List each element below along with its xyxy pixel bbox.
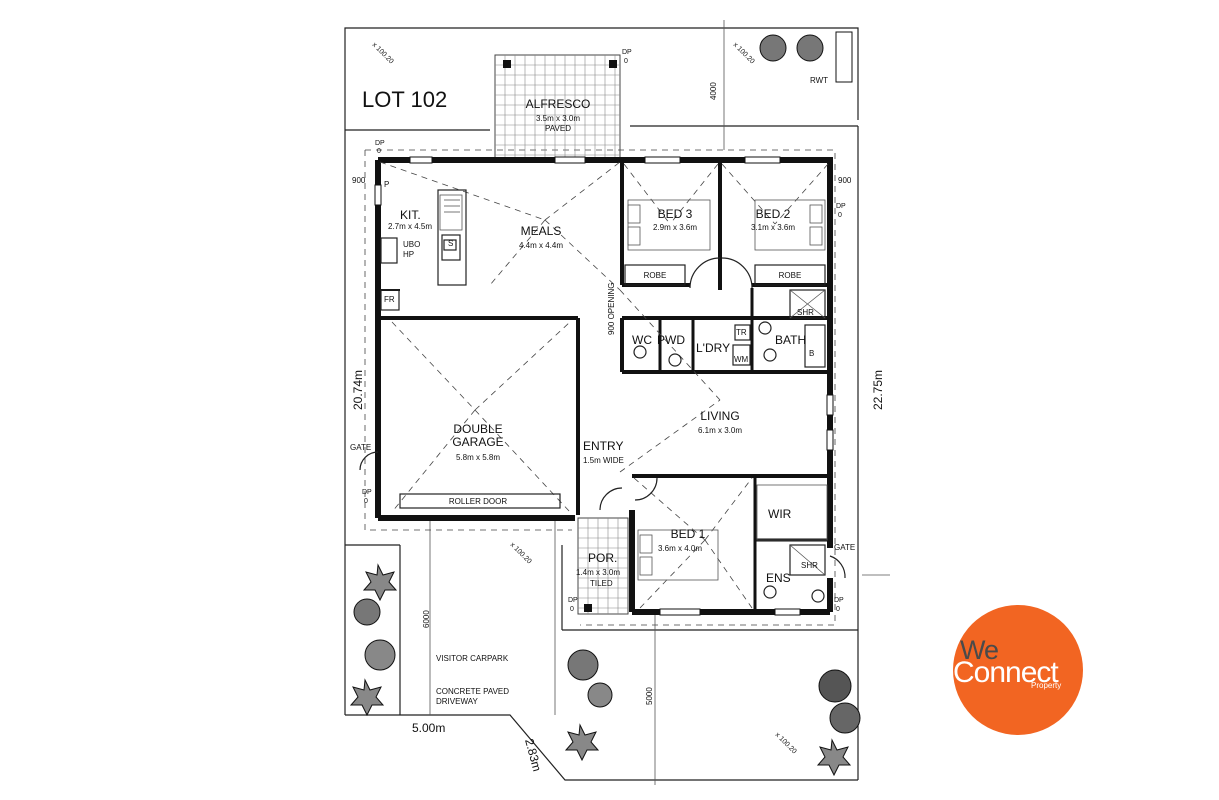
dp-l-0: 0 [364,498,368,505]
bed3-label: BED 3 [658,207,693,221]
dim-2275: 22.75m [871,370,885,410]
kitchen-ubo: UBO [403,240,420,249]
dp-por: DP [568,597,578,604]
gate-right: GATE [834,543,855,552]
gate-left: GATE [350,443,371,452]
visitor-carpark: VISITOR CARPARK [436,654,509,663]
laundry-tr: TR [736,328,747,337]
dp-r-0: 0 [838,212,842,219]
wir-label: WIR [768,507,792,521]
bed2-robe: ROBE [779,271,802,280]
logo-we-text: We [960,635,999,665]
logo-connect-text: Connect [953,656,1059,689]
alfresco-size: 3.5m x 3.0m [536,114,580,123]
bed3-size: 2.9m x 3.6m [653,223,697,232]
kitchen-hp: HP [403,250,414,259]
laundry-label: L'DRY [696,341,730,355]
wet-area-fixtures [633,289,826,603]
we-connect-logo: We Connect Property [953,605,1083,735]
eaves-line [365,149,836,626]
door-swings [359,257,846,579]
laundry-wm: WM [734,355,749,364]
porch-paving [577,517,629,615]
dim-900-right: 900 [838,176,852,185]
driveway-line-2: DRIVEWAY [436,697,478,706]
porch-finish: TILED [590,579,613,588]
garage-label-1: DOUBLE [453,422,502,436]
pwd-label: PWD [657,333,685,347]
dim-4000: 4000 [709,82,718,100]
kitchen-fixtures [380,189,467,311]
ens-shr: SHR [801,561,818,570]
bath-label: BATH [775,333,806,347]
driveway-line-1: CONCRETE PAVED [436,687,509,696]
bed2-size: 3.1m x 3.6m [751,223,795,232]
dim-900-left: 900 [352,176,366,185]
garage-size: 5.8m x 5.8m [456,453,500,462]
logo-property-text: Property [1031,681,1062,690]
dim-283: 2.83m [522,737,544,773]
dp-alf-0: 0 [624,58,628,65]
dp-r: DP [836,203,846,210]
level-mid: x 100.20 [509,541,533,565]
meals-size: 4.4m x 4.4m [519,241,563,250]
roller-door-label: ROLLER DOOR [449,497,507,506]
bed2-label: BED 2 [756,207,791,221]
opening-label: 900 OPENING [607,283,616,335]
porch-label: POR. [588,551,617,565]
bath-shr: SHR [797,308,814,317]
kitchen-pantry: P [384,180,389,189]
ens-label: ENS [766,571,791,585]
lot-title: LOT 102 [362,87,447,112]
entry-width: 1.5m WIDE [583,456,624,465]
kitchen-size: 2.7m x 4.5m [388,222,432,231]
bed1-label: BED 1 [671,527,706,541]
alfresco-paving [494,54,621,161]
dp-br-0: 0 [836,606,840,613]
site-boundary [344,20,890,785]
windows [374,156,834,616]
dp-l: DP [362,489,372,496]
living-size: 6.1m x 3.0m [698,426,742,435]
bed1-size: 3.6m x 4.0m [658,544,702,553]
level-tr: x 100.20 [732,41,756,65]
dim-6000: 6000 [422,610,431,628]
dim-2074: 20.74m [351,370,365,410]
alfresco-label: ALFRESCO [526,97,591,111]
bath-b: B [809,349,814,358]
entry-label: ENTRY [583,439,623,453]
level-br: x 100.20 [774,731,798,755]
bed-outlines [624,199,828,581]
dp-por-0: 0 [570,606,574,613]
garage-label-2: GARAGE [452,435,503,449]
alfresco-finish: PAVED [545,124,571,133]
kitchen-sink: S [448,239,453,248]
wc-label: WC [632,333,652,347]
dp-tl-0: 0 [377,148,381,155]
meals-label: MEALS [521,224,562,238]
level-tl: x 100.20 [371,41,395,65]
living-label: LIVING [700,409,739,423]
rwt-label: RWT [810,76,828,85]
kitchen-label: KIT. [400,208,421,222]
roller-door [399,493,561,509]
bed3-robe: ROBE [644,271,667,280]
porch-size: 1.4m x 3.0m [576,568,620,577]
eaves-line-left [364,150,572,531]
dp-alf: DP [622,49,632,56]
dp-tl: DP [375,140,385,147]
dim-500: 5.00m [412,721,445,735]
dim-5000: 5000 [645,687,654,705]
dp-br: DP [834,597,844,604]
kitchen-fridge: FR [384,295,395,304]
landscape-trees [349,31,861,777]
